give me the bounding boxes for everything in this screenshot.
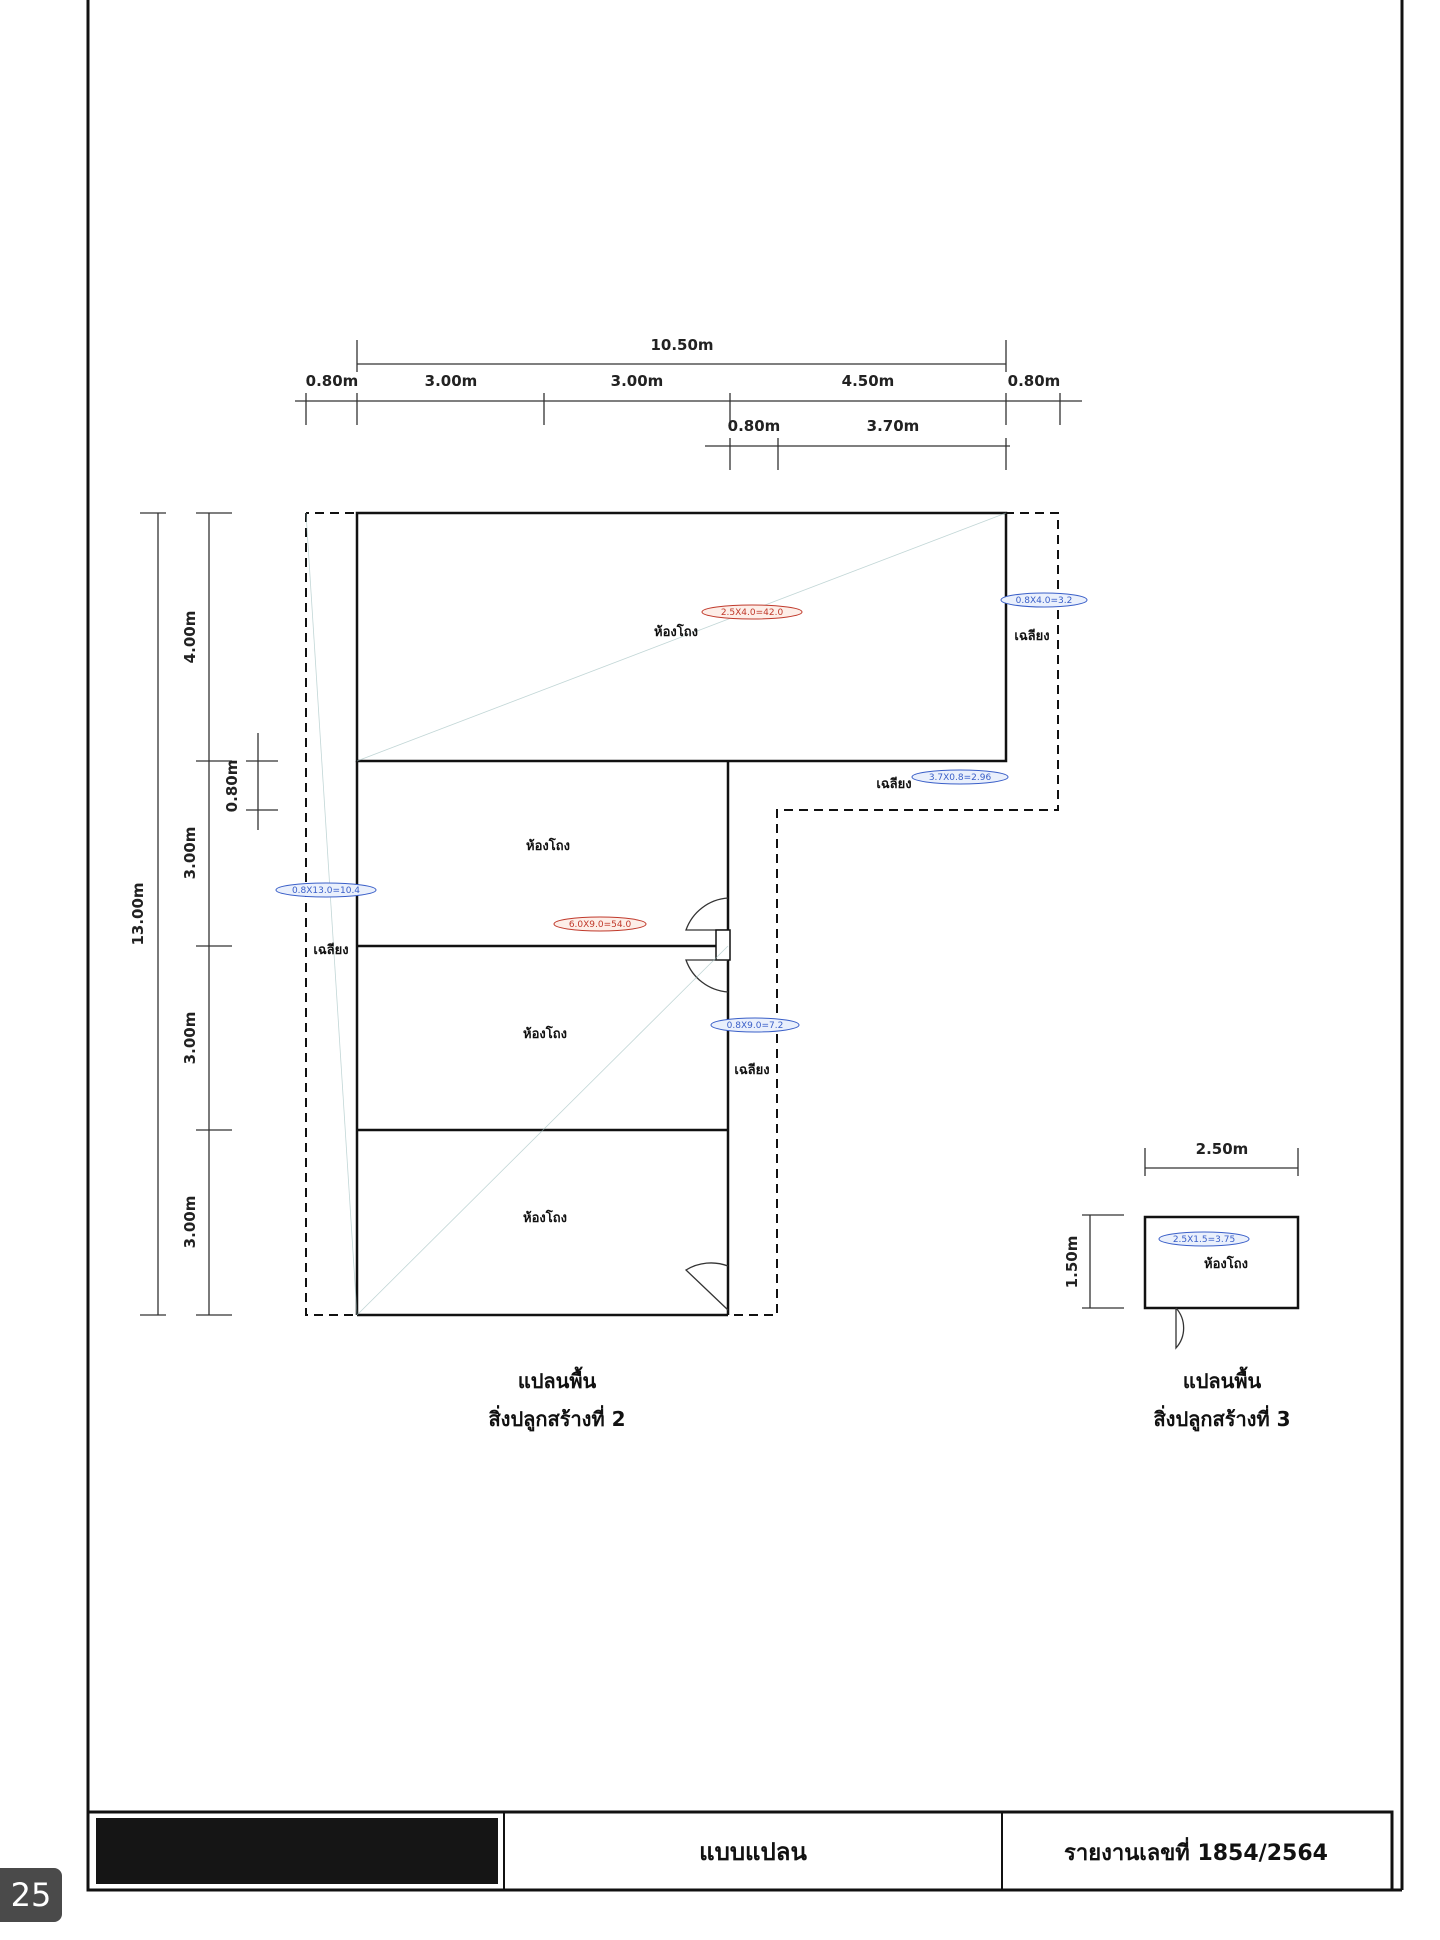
dim-eave-right: 0.80m xyxy=(1008,372,1061,390)
porch-label-center: เฉลียง xyxy=(734,1062,769,1078)
room-label-3: ห้องโถง xyxy=(523,1025,567,1042)
plan2-caption-line2: สิ่งปลูกสร้างที่ 2 xyxy=(488,1404,625,1433)
dim-eave-left: 0.80m xyxy=(306,372,359,390)
area-tag-step-porch: 3.7X0.8=2.96 xyxy=(911,769,1009,785)
top-dimensions: 10.50m 0.80m 3.00m 3.00m 4.50m 0.80m 0.8… xyxy=(295,336,1082,470)
dim-step-eave: 0.80m xyxy=(223,760,241,813)
area-tag-small-room: 2.5X1.5=3.75 xyxy=(1158,1231,1250,1247)
door-upper xyxy=(685,897,731,961)
area-tag-top-room: 2.5X4.0=42.0 xyxy=(701,604,803,620)
dim-lower-bay: 3.70m xyxy=(867,417,920,435)
small-door xyxy=(1175,1307,1185,1350)
svg-text:3.7X0.8=2.96: 3.7X0.8=2.96 xyxy=(929,773,992,783)
porch-label-left: เฉลียง xyxy=(313,942,348,958)
dim-bay-3: 4.50m xyxy=(842,372,895,390)
dim-bay-2: 3.00m xyxy=(611,372,664,390)
room-label-2: ห้องโถง xyxy=(526,837,570,854)
dim-overall-width: 10.50m xyxy=(650,336,713,354)
svg-text:0.8X4.0=3.2: 0.8X4.0=3.2 xyxy=(1016,596,1073,606)
eave-outline xyxy=(305,512,1059,1316)
porch-label-right: เฉลียง xyxy=(1014,628,1049,644)
svg-text:0.8X13.0=10.4: 0.8X13.0=10.4 xyxy=(292,886,360,896)
room-label-4: ห้องโถง xyxy=(523,1209,567,1226)
area-tag-left-porch: 0.8X13.0=10.4 xyxy=(275,882,377,898)
plan3-caption-line1: แปลนพื้น xyxy=(1183,1366,1262,1393)
small-room-wall xyxy=(1143,1215,1300,1310)
door-bottom xyxy=(684,1262,729,1311)
room-label-top: ห้องโถง xyxy=(654,623,698,640)
svg-text:2.5X4.0=42.0: 2.5X4.0=42.0 xyxy=(721,608,784,618)
area-tag-right-porch: 0.8X4.0=3.2 xyxy=(1000,592,1088,608)
svg-text:2.5X1.5=3.75: 2.5X1.5=3.75 xyxy=(1173,1235,1235,1245)
plan3-caption-line2: สิ่งปลูกสร้างที่ 3 xyxy=(1153,1404,1290,1433)
left-dimensions: 13.00m 4.00m 3.00m 3.00m 3.00m 0.80m xyxy=(129,512,278,1316)
dim-row-4: 3.00m xyxy=(181,1196,199,1249)
drawing-title: แบบแปลน xyxy=(699,1838,807,1866)
room-label-small: ห้องโถง xyxy=(1204,1255,1248,1272)
dim-small-depth: 1.50m xyxy=(1063,1236,1081,1289)
dim-bay-1: 3.00m xyxy=(425,372,478,390)
door-lower xyxy=(685,959,729,993)
title-block: แบบแปลน รายงานเลขที่ 1854/2564 xyxy=(86,1810,1394,1892)
area-tag-center-porch: 0.8X9.0=7.2 xyxy=(710,1017,800,1033)
plan2-caption-line1: แปลนพื้น xyxy=(518,1366,597,1393)
dim-row-3: 3.00m xyxy=(181,1012,199,1065)
dim-overall-depth: 13.00m xyxy=(129,882,147,945)
dim-row-1: 4.00m xyxy=(181,611,199,664)
dim-lower-eave: 0.80m xyxy=(728,417,781,435)
report-number: รายงานเลขที่ 1854/2564 xyxy=(1064,1836,1328,1866)
svg-text:6.0X9.0=54.0: 6.0X9.0=54.0 xyxy=(569,920,632,930)
title-block-logo-area xyxy=(96,1818,498,1884)
porch-label-step: เฉลียง xyxy=(876,776,911,792)
svg-text:0.8X9.0=7.2: 0.8X9.0=7.2 xyxy=(727,1021,784,1031)
top-room-wall xyxy=(355,511,1008,763)
building-3-plan: 2.50m 1.50m ห้องโถง 2.5X1.5=3.75 xyxy=(1063,1140,1300,1350)
dim-small-width: 2.50m xyxy=(1196,1140,1249,1158)
area-tag-middle-rooms: 6.0X9.0=54.0 xyxy=(553,916,647,932)
building-2-plan: ห้องโถง ห้องโถง ห้องโถง ห้องโถง เฉลียง เ… xyxy=(275,511,1088,1317)
dim-row-2: 3.00m xyxy=(181,827,199,880)
page-number-badge: 25 xyxy=(0,1868,62,1922)
